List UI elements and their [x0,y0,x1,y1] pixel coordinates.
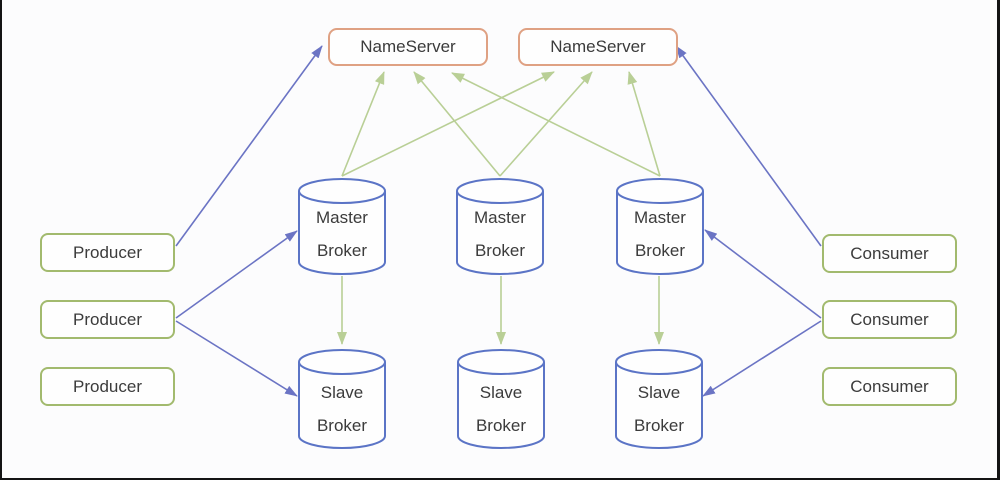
consumer-2-label: Consumer [850,309,929,329]
slave-broker-1-cylinder [298,349,386,449]
slave-broker-2-cylinder [457,349,545,449]
slave-broker-3-cylinder [615,349,703,449]
consumer-1-label: Consumer [850,243,929,263]
master-broker-1-line1: Master [316,208,368,227]
producer-1-label: Producer [73,242,142,262]
nameserver-2-node: NameServer [518,28,678,66]
master-broker-2-cylinder [456,178,544,275]
edge-consumer2-master3 [704,229,822,319]
consumer-3-label: Consumer [850,376,929,396]
master-broker-3-cylinder [616,178,704,275]
slave-broker-2-label: Slave Broker [456,376,546,442]
consumer-2-node: Consumer [822,300,957,339]
slave-broker-2-line2: Broker [475,416,527,435]
master-broker-3-line2: Broker [634,241,686,260]
edge-master2-nameserver1 [413,71,501,177]
slave-broker-1-label: Slave Broker [297,376,387,442]
edge-producer1-nameserver1 [175,45,323,247]
consumer-3-node: Consumer [822,367,957,406]
producer-3-label: Producer [73,376,142,396]
broker-registration-edges [341,71,661,177]
nameserver-2-label: NameServer [550,37,646,56]
edge-producer2-slave1 [175,320,298,397]
edge-master1-nameserver2 [341,71,555,177]
slave-broker-1-line1: Slave [320,383,364,402]
slave-broker-3-line2: Broker [633,416,685,435]
frame-bar-left [0,0,2,480]
client-edges [175,45,822,397]
frame-bar-bottom [0,478,1000,480]
replication-edges [337,276,664,345]
master-broker-1-label: Master Broker [297,201,387,267]
edge-master2-nameserver2 [499,71,593,177]
slave-broker-2-line1: Slave [479,383,523,402]
edge-master3-nameserver1 [451,72,661,177]
producer-2-label: Producer [73,309,142,329]
broker-cylinders [298,178,704,449]
edge-consumer2-slave3 [702,320,822,397]
edge-master3-nameserver2 [627,71,661,177]
edge-master1-nameserver1 [341,71,385,177]
producer-1-node: Producer [40,233,175,272]
master-broker-1-line2: Broker [316,241,368,260]
slave-broker-1-line2: Broker [316,416,368,435]
slave-broker-3-line1: Slave [637,383,681,402]
master-broker-2-line2: Broker [474,241,526,260]
edge-producer2-master1 [175,230,298,319]
edge-consumer1-nameserver2 [675,45,822,247]
producer-2-node: Producer [40,300,175,339]
master-broker-1-cylinder [298,178,386,275]
nameserver-1-label: NameServer [360,37,456,56]
slave-broker-3-label: Slave Broker [614,376,704,442]
master-broker-2-line1: Master [474,208,526,227]
master-broker-2-label: Master Broker [455,201,545,267]
nameserver-1-node: NameServer [328,28,488,66]
frame-bar-right [997,0,1000,480]
producer-3-node: Producer [40,367,175,406]
master-broker-3-line1: Master [634,208,686,227]
master-broker-3-label: Master Broker [615,201,705,267]
consumer-1-node: Consumer [822,234,957,273]
